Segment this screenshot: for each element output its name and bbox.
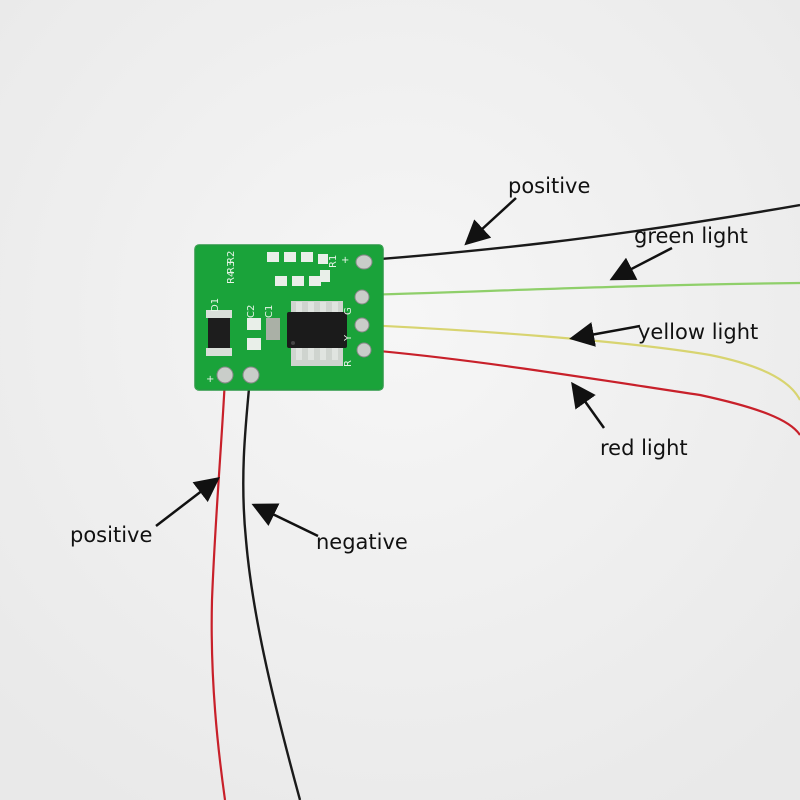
solder-r: [356, 342, 372, 358]
wire-red-right: [367, 348, 800, 436]
solder-positive-left: [216, 366, 234, 384]
label-red-light: red light: [600, 436, 688, 460]
silk-r: R: [343, 360, 354, 367]
pad-r2: [267, 252, 279, 262]
wire-black-bottom: [242, 377, 302, 800]
pad-row2-a: [275, 276, 287, 286]
arrow-positive-bottom: [155, 476, 220, 527]
solder-negative: [242, 366, 260, 384]
label-positive-top: positive: [508, 174, 591, 198]
arrow-red-light: [571, 381, 606, 429]
arrow-green-light: [609, 246, 673, 281]
silk-plus-right: +: [341, 255, 349, 266]
pad-r1-b: [320, 270, 330, 282]
silk-plus-left: +: [206, 374, 214, 385]
silk-r3: R3: [226, 261, 237, 274]
arrow-yellow-light: [569, 322, 641, 347]
pad-r3: [284, 252, 296, 262]
pcb-board: R2 R3 R4 R1 D1 C2 C1 + + G Y R: [194, 244, 384, 391]
silk-y: Y: [343, 334, 354, 342]
arrow-positive-top: [464, 197, 517, 246]
ic-chip: [287, 301, 347, 366]
pad-row2-c: [309, 276, 321, 286]
solder-positive-right: [355, 254, 373, 270]
solder-y: [354, 317, 370, 333]
diode-d1: [208, 316, 230, 350]
pad-r1-a: [318, 254, 328, 264]
pad-c2-a: [247, 318, 261, 330]
label-positive-bottom: positive: [70, 523, 153, 547]
silk-c2: C2: [246, 305, 257, 318]
pad-r4: [301, 252, 313, 262]
silk-d1: D1: [210, 298, 221, 312]
label-negative: negative: [316, 530, 408, 554]
wire-green: [359, 281, 800, 297]
pad-row2-b: [292, 276, 304, 286]
wire-black-right: [367, 203, 800, 262]
silk-r1: R1: [328, 255, 339, 268]
silk-c1: C1: [264, 305, 275, 318]
wire-yellow: [363, 323, 800, 401]
silk-r2: R2: [226, 251, 237, 264]
silk-g: G: [343, 307, 354, 315]
wire-red-bottom: [210, 377, 227, 800]
label-green-light: green light: [634, 224, 748, 248]
pad-c2-b: [247, 338, 261, 350]
solder-g: [354, 289, 370, 305]
silk-r4: R4: [226, 271, 237, 284]
label-yellow-light: yellow light: [638, 320, 759, 344]
arrow-negative: [251, 503, 319, 538]
capacitor-c1: [266, 318, 280, 340]
